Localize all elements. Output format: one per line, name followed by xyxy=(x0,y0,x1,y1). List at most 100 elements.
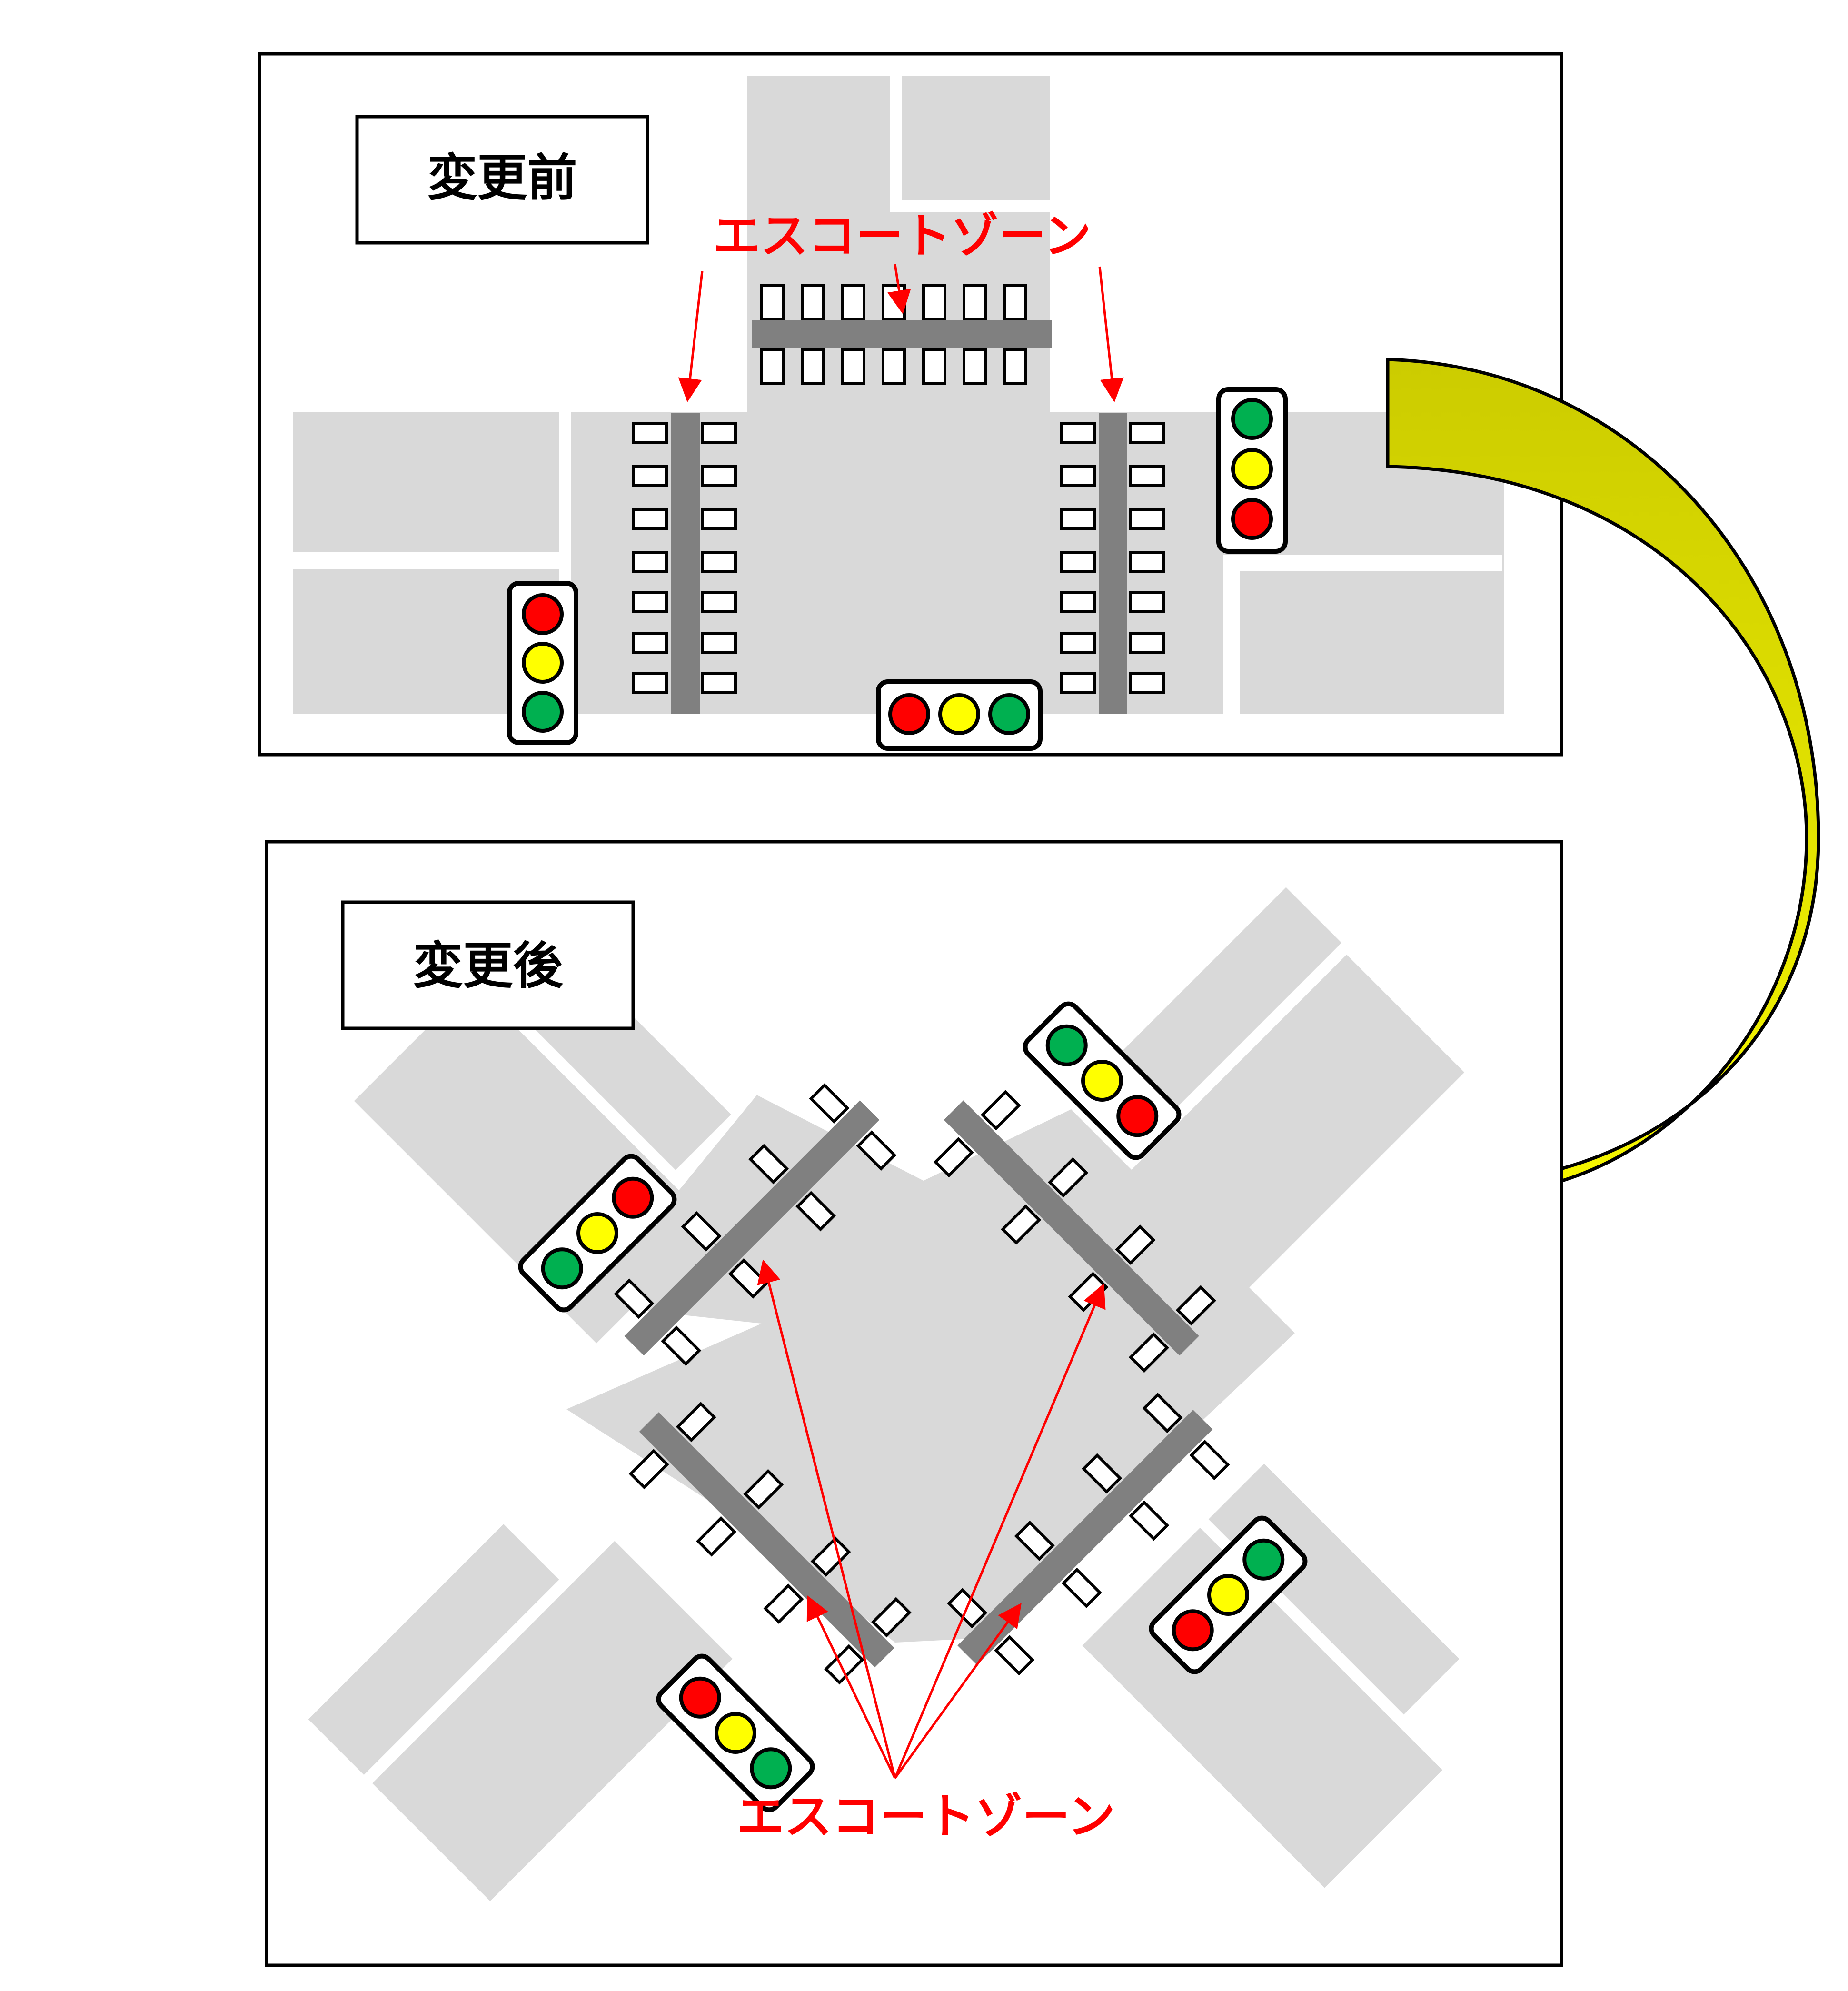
crosswalk-stripe-icon xyxy=(1082,1453,1123,1494)
before-crosswalk-left xyxy=(632,422,737,694)
crosswalk-stripe-icon xyxy=(728,1258,769,1299)
block xyxy=(308,1524,559,1775)
crosswalk-stripe-icon xyxy=(1129,551,1165,573)
pointer-arrow xyxy=(894,1283,1106,1779)
traffic-signal-icon xyxy=(1023,1001,1182,1160)
traffic-signal-icon xyxy=(518,1154,677,1313)
block xyxy=(902,76,1050,200)
gap xyxy=(1223,557,1240,714)
before-escort-zone-pointers xyxy=(678,264,1124,402)
pointer-arrow xyxy=(678,271,704,402)
pointer-arrow xyxy=(1098,266,1124,402)
crosswalk-stripe-icon xyxy=(1115,1224,1156,1265)
crosswalk-stripe-icon xyxy=(661,1325,702,1366)
crosswalk-stripe-icon xyxy=(963,284,987,320)
before-label-box xyxy=(355,115,649,245)
crosswalk-stripe-icon xyxy=(701,465,737,487)
crosswalk-stripe-icon xyxy=(1129,591,1165,613)
crosswalk-stripe-icon xyxy=(701,551,737,573)
crosswalk-stripe-icon xyxy=(922,284,946,320)
crosswalk-stripe-icon xyxy=(933,1137,974,1178)
crosswalk-stripe-icon xyxy=(882,348,906,385)
before-label: 変更前 xyxy=(427,149,577,207)
gap xyxy=(293,552,571,569)
crosswalk-stripe-icon xyxy=(1128,1332,1169,1373)
crosswalk-stripe-icon xyxy=(760,284,785,320)
crosswalk-stripe-icon xyxy=(696,1516,737,1557)
traffic-signal-icon xyxy=(507,581,578,745)
crosswalk-stripe-icon xyxy=(632,422,668,444)
crosswalk-stripe-icon xyxy=(1129,1500,1170,1541)
crosswalk-stripe-icon xyxy=(632,672,668,694)
block xyxy=(1104,955,1465,1315)
crosswalk-stripe-icon xyxy=(1189,1440,1230,1481)
crosswalk-stripe-icon xyxy=(980,1090,1021,1131)
crosswalk-stripe-icon xyxy=(748,1144,789,1185)
block xyxy=(1091,887,1342,1138)
crosswalk-stripe-icon xyxy=(743,1469,784,1510)
escort-zone-bar-icon xyxy=(624,1100,880,1356)
before-escort-zone-label: エスコートゾーン xyxy=(713,208,1092,264)
crosswalk-stripe-icon xyxy=(1060,551,1096,573)
traffic-signal-icon xyxy=(656,1653,815,1812)
crosswalk-stripe-icon xyxy=(1060,632,1096,654)
crosswalk-stripe-icon xyxy=(701,422,737,444)
crosswalk-stripe-icon xyxy=(994,1635,1035,1676)
crosswalk-stripe-icon xyxy=(1129,465,1165,487)
crosswalk-stripe-icon xyxy=(795,1191,836,1232)
before-crosswalk-right xyxy=(1060,422,1165,694)
after-crosswalk-lr xyxy=(947,1393,1230,1676)
pointer-arrow xyxy=(806,1595,896,1779)
crosswalk-stripe-icon xyxy=(1003,284,1027,320)
crosswalk-stripe-icon xyxy=(1175,1285,1216,1326)
crosswalk-stripe-icon xyxy=(801,348,825,385)
after-crosswalk-ur xyxy=(933,1090,1216,1373)
before-panel: 変更前 エスコートゾーン xyxy=(258,52,1563,757)
pointer-arrow xyxy=(757,1259,896,1779)
before-road-gaps xyxy=(293,412,1502,714)
traffic-signal-icon xyxy=(1149,1515,1308,1674)
crosswalk-stripe-icon xyxy=(871,1597,912,1638)
after-crosswalk-ll xyxy=(628,1402,912,1685)
crosswalk-stripe-icon xyxy=(922,348,946,385)
crosswalk-stripe-icon xyxy=(1129,632,1165,654)
escort-zone-bar-icon xyxy=(639,1412,894,1668)
after-escort-zone-label: エスコートゾーン xyxy=(737,1789,1115,1844)
before-crosswalk-top xyxy=(760,284,1027,385)
block xyxy=(293,412,559,552)
crosswalk-stripe-icon xyxy=(1060,672,1096,694)
traffic-signal-icon xyxy=(876,679,1043,751)
after-label-box xyxy=(341,900,635,1030)
crosswalk-stripe-icon xyxy=(856,1130,897,1171)
crosswalk-stripe-icon xyxy=(1014,1520,1055,1561)
escort-zone-bar-icon xyxy=(957,1410,1213,1665)
crosswalk-stripe-icon xyxy=(701,591,737,613)
crosswalk-stripe-icon xyxy=(1001,1204,1042,1245)
crosswalk-stripe-icon xyxy=(1129,422,1165,444)
crosswalk-stripe-icon xyxy=(1129,672,1165,694)
crosswalk-stripe-icon xyxy=(1060,465,1096,487)
crosswalk-stripe-icon xyxy=(1003,348,1027,385)
crosswalk-stripe-icon xyxy=(1061,1567,1102,1608)
crosswalk-stripe-icon xyxy=(701,508,737,530)
traffic-signal-icon xyxy=(1216,387,1288,554)
block xyxy=(1240,571,1502,714)
crosswalk-stripe-icon xyxy=(1060,508,1096,530)
crosswalk-stripe-icon xyxy=(632,591,668,613)
crosswalk-stripe-icon xyxy=(701,672,737,694)
crosswalk-stripe-icon xyxy=(841,348,865,385)
after-crosswalk-ul xyxy=(614,1083,897,1366)
after-label: 変更後 xyxy=(413,937,563,995)
after-panel: 変更後 エスコートゾーン xyxy=(265,840,1563,1967)
crosswalk-stripe-icon xyxy=(676,1402,716,1443)
crosswalk-stripe-icon xyxy=(760,348,785,385)
escort-zone-bar-icon xyxy=(944,1100,1199,1356)
crosswalk-stripe-icon xyxy=(632,551,668,573)
crosswalk-stripe-icon xyxy=(628,1449,669,1490)
crosswalk-stripe-icon xyxy=(614,1278,655,1319)
gap xyxy=(559,412,571,557)
crosswalk-stripe-icon xyxy=(763,1583,804,1624)
pointer-arrow xyxy=(894,1603,1022,1779)
crosswalk-stripe-icon xyxy=(681,1211,722,1252)
crosswalk-stripe-icon xyxy=(1060,591,1096,613)
